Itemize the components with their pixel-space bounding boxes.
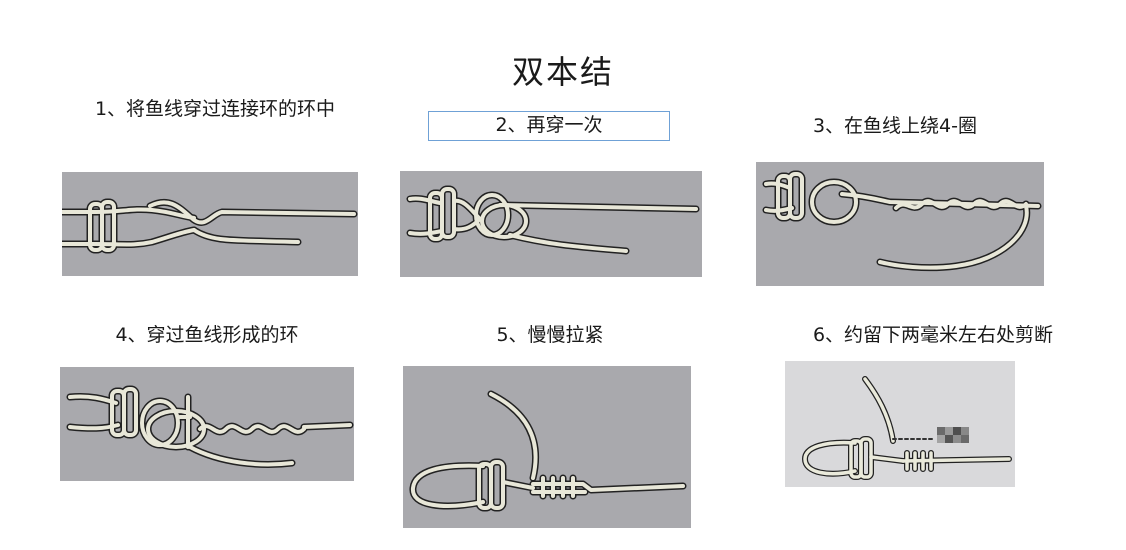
step-5-knot-illustration: [409, 390, 687, 512]
step-3-knot-illustration: [762, 170, 1042, 272]
step-5-photo: [403, 366, 691, 528]
step-6-caption: 6、约留下两毫米左右处剪断: [812, 324, 1054, 346]
step-4-caption: 4、穿过鱼线形成的环: [115, 324, 299, 346]
step-1-knot-illustration: [62, 198, 358, 254]
step-2-caption[interactable]: 2、再穿一次: [428, 111, 670, 141]
step-1-photo: [62, 172, 358, 276]
step-4-knot-illustration: [66, 385, 354, 468]
step-6-knot-illustration: [802, 376, 1012, 480]
diagram-title: 双本结: [511, 53, 614, 91]
mosaic-watermark: [937, 427, 969, 443]
step-6-photo: [785, 361, 1015, 487]
step-3-caption: 3、在鱼线上绕4-圈: [812, 115, 978, 137]
step-5-caption: 5、慢慢拉紧: [496, 324, 604, 346]
step-1-caption: 1、将鱼线穿过连接环的环中: [94, 98, 336, 120]
step-2-photo: [400, 171, 702, 277]
step-2-knot-illustration: [406, 185, 700, 255]
step-3-photo: [756, 162, 1044, 286]
step-4-photo: [60, 367, 354, 481]
